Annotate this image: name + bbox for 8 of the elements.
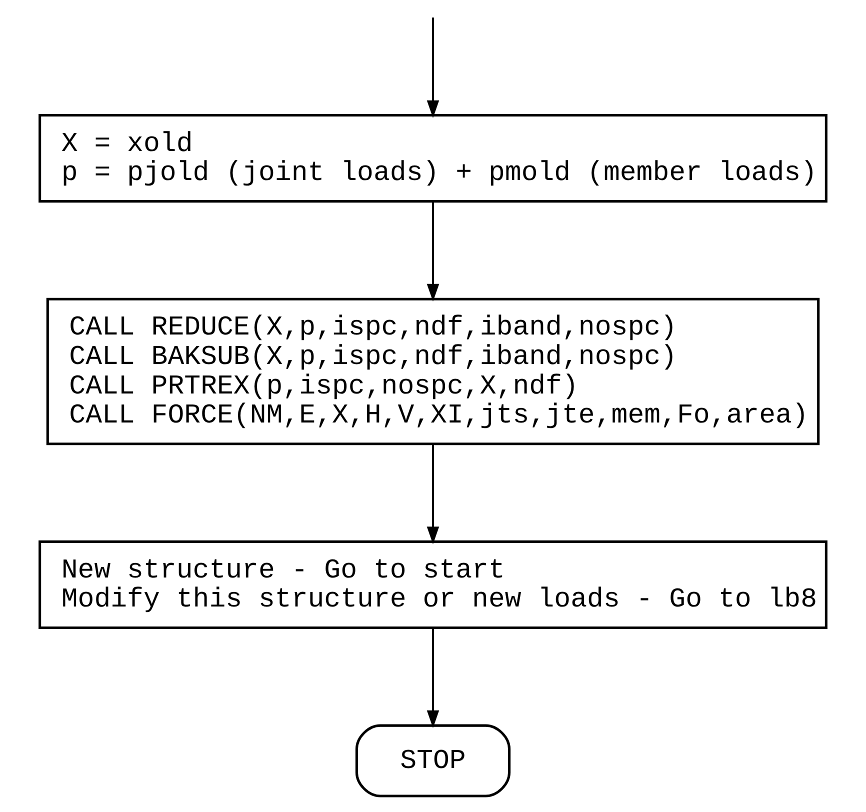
node-box: CALL REDUCE(X,p,ispc,ndf,iband,nospc) CALL BAKSUB(X,p,ispc,ndf,iband,nospc) CALL PRTREX(p,ispc,nospc,X,ndf) CALL FORCE(NM,E,X,H,V,XI,jts,jte,mem,Fo,area) [46,298,820,446]
arrow [426,628,440,728]
arrow [426,444,440,544]
node-box: New structure - Go to start Modify this structure or new loads - Go to lb8 [38,540,828,630]
node-box: STOP [355,724,511,798]
arrow [426,202,440,302]
node-box: X = xold p = pjold (joint loads) + pmold (member loads) [38,114,828,203]
arrow [426,18,440,118]
